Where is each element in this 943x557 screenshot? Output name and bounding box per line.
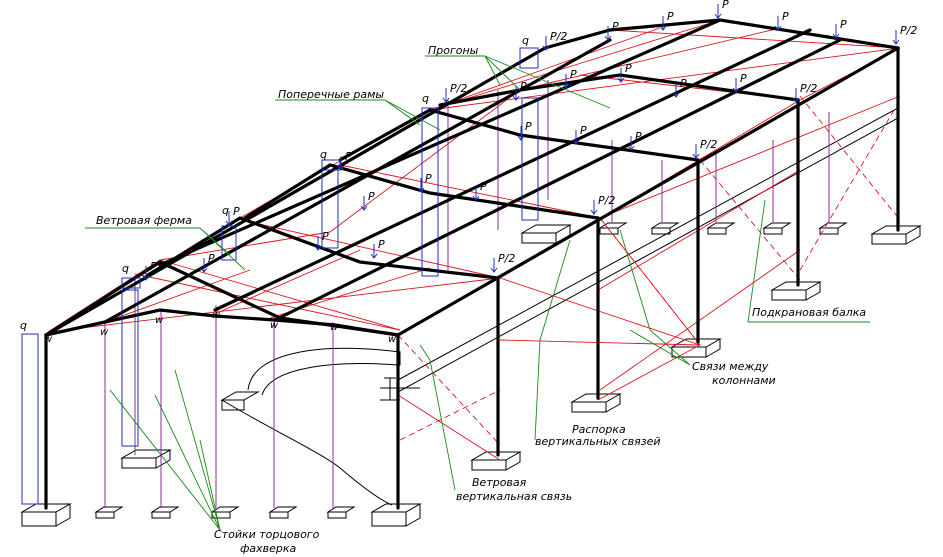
main-frame — [44, 18, 900, 510]
distributed-load-label: q — [522, 34, 529, 47]
point-load-label: P — [525, 120, 532, 133]
half-load-label: P/2 — [900, 24, 917, 37]
load-arrow — [774, 16, 782, 31]
point-load-label: P — [635, 130, 642, 143]
label-column-bracing-line2: колоннами — [712, 374, 776, 387]
half-load-label: P/2 — [800, 82, 817, 95]
point-load-label: P — [480, 180, 487, 193]
label-wind-truss: Ветровая ферма — [96, 214, 192, 227]
load-arrow — [562, 74, 570, 89]
load-arrow — [142, 266, 150, 281]
load-arrow — [732, 78, 740, 93]
distributed-load-label: q — [422, 92, 429, 105]
point-load-label: P — [840, 18, 847, 31]
load-arrow — [832, 24, 840, 39]
point-load-label: P — [520, 80, 527, 93]
load-arrow — [337, 156, 345, 171]
load-arrow — [672, 83, 680, 98]
load-arrow — [792, 88, 800, 103]
load-arrow — [442, 88, 450, 103]
wind-load-label: w — [270, 320, 279, 331]
label-column-bracing-line1: Связи между — [692, 360, 769, 373]
distributed-load-label: q — [320, 148, 327, 161]
load-arrow — [225, 211, 233, 226]
load-arrow — [200, 258, 208, 273]
load-arrow — [314, 236, 322, 251]
point-load-label: P — [625, 62, 632, 75]
load-arrow — [517, 126, 525, 141]
half-load-label: P/2 — [700, 138, 717, 151]
point-load-label: P — [782, 10, 789, 23]
load-arrow — [490, 258, 498, 273]
distributed-load-label: q — [122, 262, 129, 275]
label-gable-studs-line1: Стойки торцового — [214, 528, 320, 541]
load-arrow — [572, 130, 580, 145]
load-arrow — [472, 186, 480, 201]
wind-load-label: w — [330, 322, 339, 333]
wind-load-label: w — [100, 327, 109, 338]
point-load-label: P — [345, 150, 352, 163]
load-arrow — [360, 196, 368, 211]
point-load-label: P — [368, 190, 375, 203]
label-crane-beam: Подкрановая балка — [752, 306, 866, 319]
load-arrow — [714, 4, 722, 19]
point-load-label: P — [425, 172, 432, 185]
distributed-load-label: q — [20, 319, 27, 332]
point-load-label: P — [740, 72, 747, 85]
load-arrow — [370, 244, 378, 259]
wind-load-label: w — [212, 310, 221, 321]
label-wind-vertical-line1: Ветровая — [472, 476, 527, 489]
wind-load-label: w — [44, 334, 53, 345]
load-arrow — [892, 30, 900, 45]
column-bracing — [397, 95, 901, 461]
point-load-label: P — [322, 230, 329, 243]
wind-load-diagrams — [21, 47, 539, 505]
load-arrow — [542, 36, 550, 51]
label-purlins: Прогоны — [428, 44, 479, 57]
label-strut-line1: Распорка — [572, 423, 626, 436]
load-arrow — [604, 26, 612, 41]
half-load-label: P/2 — [598, 194, 615, 207]
half-load-label: P/2 — [450, 82, 467, 95]
wind-load-label: w — [388, 334, 397, 345]
label-gable-studs-line2: фахверка — [240, 542, 297, 555]
load-arrow — [512, 86, 520, 101]
load-arrow — [627, 136, 635, 151]
callout-labels: Прогоны Поперечные рамы Ветровая ферма П… — [96, 44, 866, 555]
half-load-label: P/2 — [498, 252, 515, 265]
point-load-label: P — [667, 10, 674, 23]
load-arrow — [692, 144, 700, 159]
point-load-label: P — [150, 260, 157, 273]
point-load-label: P — [722, 0, 729, 11]
load-arrow — [617, 68, 625, 83]
point-load-label: P — [612, 20, 619, 33]
leader-lines — [85, 55, 870, 531]
label-strut-line2: вертикальных связей — [535, 435, 661, 448]
column-footings — [20, 222, 922, 527]
label-cross-frames: Поперечные рамы — [278, 88, 384, 101]
point-load-label: P — [680, 77, 687, 90]
label-wind-vertical-line2: вертикальная связь — [456, 490, 572, 503]
load-arrow — [659, 16, 667, 31]
load-arrow — [417, 178, 425, 193]
point-load-label: P — [570, 68, 577, 81]
point-load-label: P — [233, 205, 240, 218]
point-load-label: P — [208, 252, 215, 265]
point-load-label: P — [378, 238, 385, 251]
point-load-label: P — [580, 124, 587, 137]
distributed-load-label: q — [222, 204, 229, 217]
load-arrow — [590, 200, 598, 215]
half-load-label: P/2 — [550, 30, 567, 43]
wind-load-label: w — [155, 315, 164, 326]
